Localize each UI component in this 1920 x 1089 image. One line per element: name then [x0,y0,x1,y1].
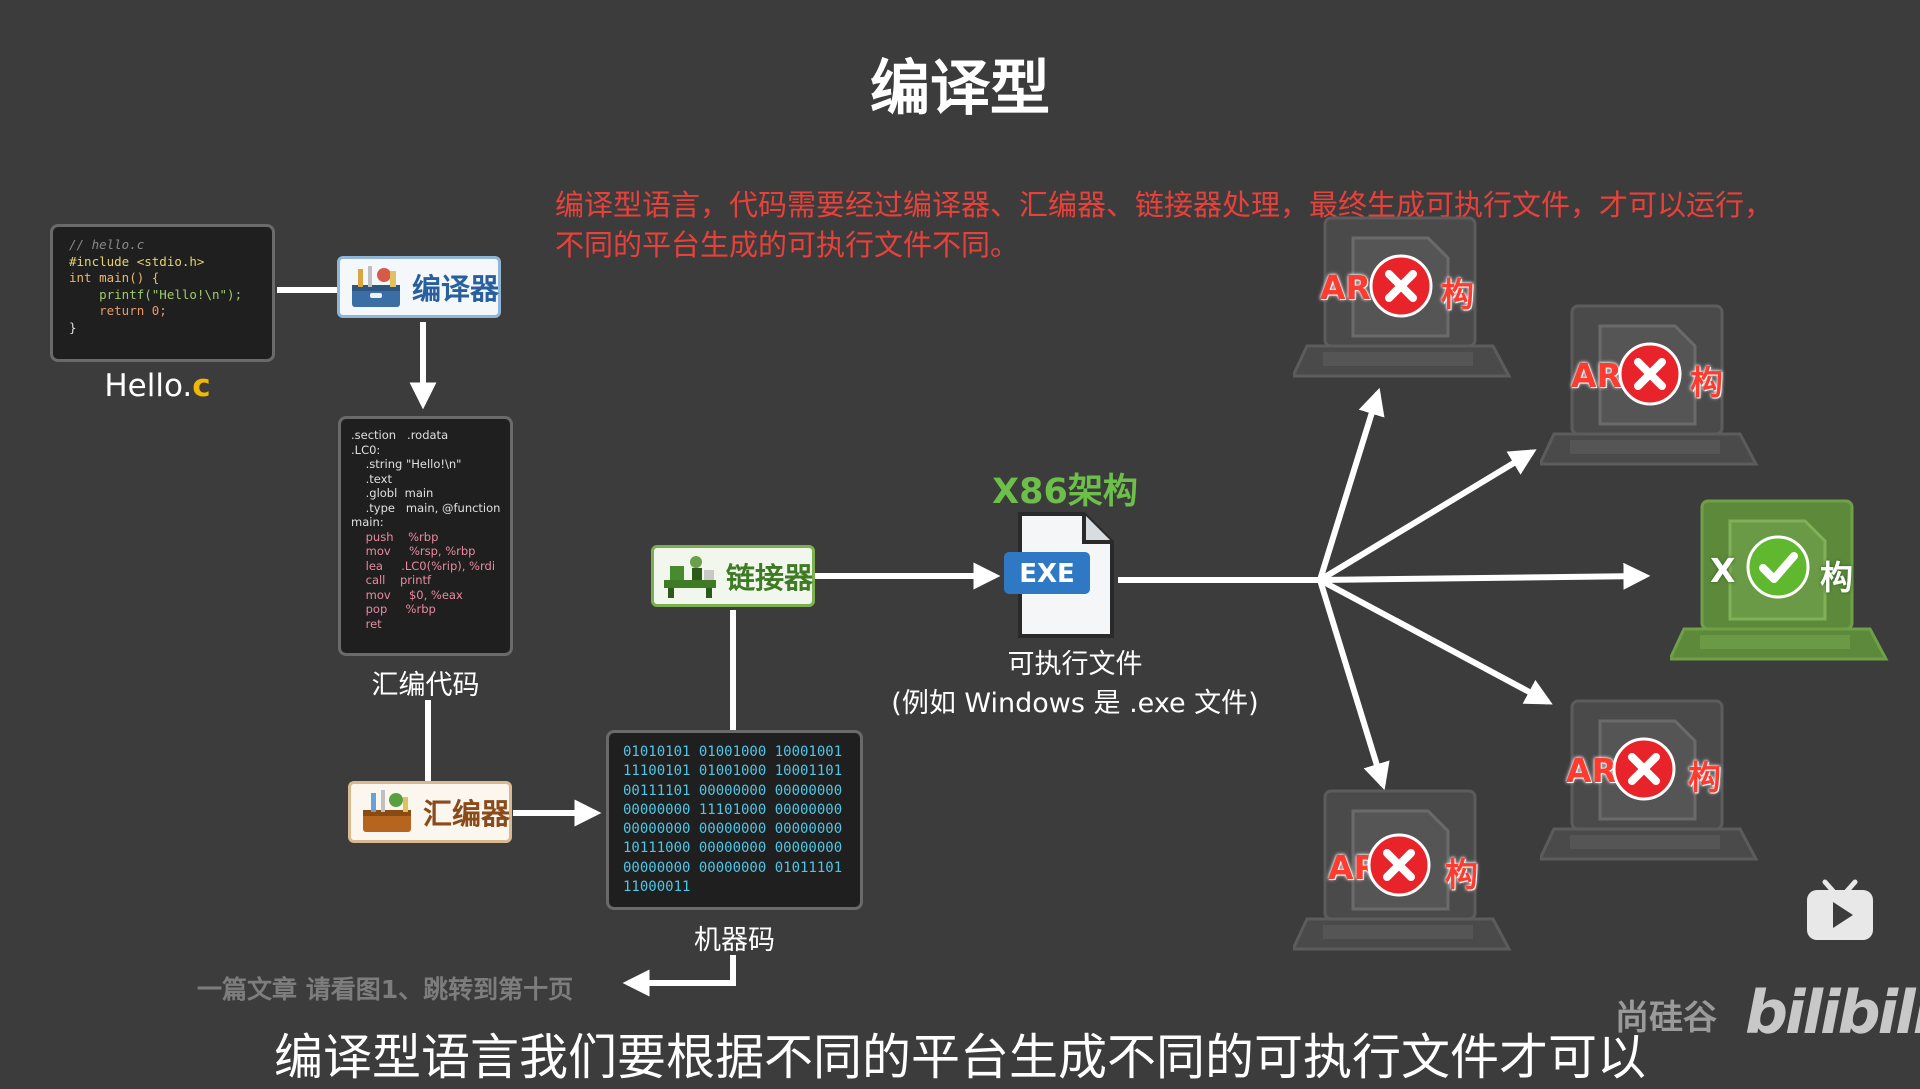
target-machine-5: AR 构 [1290,785,1523,960]
check-icon [1746,535,1810,599]
video-subtitle: 编译型语言我们要根据不同的平台生成不同的可执行文件才可以 [273,1029,1646,1086]
exe-icon-text: EXE [1019,559,1075,589]
asm-line: pop %rbp [351,602,436,616]
linker-label: 链接器 [726,561,814,595]
machine-code-panel: 01010101 01001000 10001001 11100101 01001… [606,730,863,910]
description-text: 编译型语言，代码需要经过编译器、汇编器、链接器处理，最终生成可执行文件，才可以运… [555,185,1855,265]
linker-node: 链接器 [651,545,815,607]
asm-line: main: [351,515,384,529]
target-label-right: 构 [1441,275,1474,314]
asm-line: lea .LC0(%rip), %rdi [351,558,496,573]
asm-line: .text [351,471,392,486]
target-label-right: 构 [1445,855,1478,894]
error-x-icon [1369,254,1433,318]
asm-line: call printf [351,573,432,587]
code-line: return 0; [69,303,167,318]
asm-line: .string "Hello!\n" [351,457,462,471]
machine-code-caption: 机器码 [694,925,775,956]
error-x-icon [1612,737,1676,801]
target-label-left: AR [1320,268,1371,307]
binary-line: 00000000 11101000 00000000 [623,801,843,818]
binary-line: 00000000 00000000 00000000 [623,821,843,838]
executable-caption: 可执行文件 (例如 Windows 是 .exe 文件) [880,645,1270,723]
target-label-left: AR [1566,751,1617,790]
toolbox-icon [363,790,411,832]
code-line: printf("Hello!\n"); [69,286,243,302]
compiler-node: 编译器 [337,256,501,318]
play-icon[interactable] [1805,878,1875,942]
binary-line: 01010101 01001000 10001001 [623,744,843,760]
error-x-icon [1367,833,1431,897]
binary-line: 10111000 00000000 00000000 [623,840,843,857]
source-file-name: Hello.c [50,368,265,404]
source-file-extension: c [192,368,211,404]
target-label-right: 构 [1688,758,1721,797]
binary-line: 11000011 [623,879,691,896]
binary-line: 00111101 00000000 00000000 [623,782,843,799]
source-code-panel: // hello.c#include <stdio.h>int main() {… [50,224,275,362]
asm-line: .type main, @function [351,500,501,515]
binary-line: 11100101 01001000 10001101 [623,763,843,780]
exe-file-icon: EXE [1004,512,1114,638]
asm-line: mov $0, %eax [351,587,463,602]
page-title: 编译型 [870,54,1050,124]
arrow-to-target-4 [1318,577,1553,705]
description-line-2: 不同的平台生成的可执行文件不同。 [555,228,1020,262]
asm-line: ret [351,616,382,631]
assembler-label: 汇编器 [423,797,511,831]
assembly-code-panel: .section .rodata.LC0: .string "Hello!\n"… [338,416,513,656]
asm-line: .LC0: [351,442,381,457]
binary-line: 00000000 00000000 01011101 [623,859,843,876]
assembly-caption: 汇编代码 [371,670,480,701]
code-line: int main() { [69,270,160,285]
arrow-to-target-2 [1318,449,1537,583]
arrow-to-target-1 [1317,387,1385,581]
executable-caption-line-1: 可执行文件 [1007,649,1143,680]
arrow-to-target-3 [1319,562,1651,590]
source-file-basename: Hello. [104,368,193,404]
target-label-left: AR [1571,356,1622,395]
workbench-icon [664,556,716,598]
asm-line: .section .rodata [351,428,449,442]
watermark-text: 尚硅谷 [1615,998,1717,1038]
arrow-to-target-5 [1317,579,1390,791]
code-line: } [69,319,77,335]
asm-line: push %rbp [351,529,439,544]
bilibili-logo: bilibili [1745,978,1920,1048]
target-machine-1: AR 构 [1290,212,1523,387]
asm-line: .globl main [351,486,434,500]
assembler-node: 汇编器 [348,781,512,843]
toolbox-icon [352,266,400,307]
compiler-label: 编译器 [412,272,500,306]
asm-line: mov %rsp, %rbp [351,544,476,558]
breadcrumb-arrow [622,955,736,997]
description-line-1: 编译型语言，代码需要经过编译器、汇编器、链接器处理，最终生成可执行文件，才可以运… [555,188,1774,222]
architecture-label: X86架构 [992,472,1138,512]
target-label-right: 构 [1820,558,1853,597]
target-machine-2: AR 构 [1537,300,1770,475]
breadcrumb-note: 一篇文章 请看图1、跳转到第十页 [197,975,574,1004]
target-label-right: 构 [1690,363,1723,402]
executable-caption-line-2: (例如 Windows 是 .exe 文件) [891,688,1259,719]
target-machine-4: AR 构 [1537,695,1770,870]
code-line: #include <stdio.h> [69,253,205,269]
error-x-icon [1618,342,1682,406]
target-machine-3: X 构 [1667,495,1900,670]
target-label-left: X [1710,551,1736,590]
code-line: // hello.c [69,237,145,252]
